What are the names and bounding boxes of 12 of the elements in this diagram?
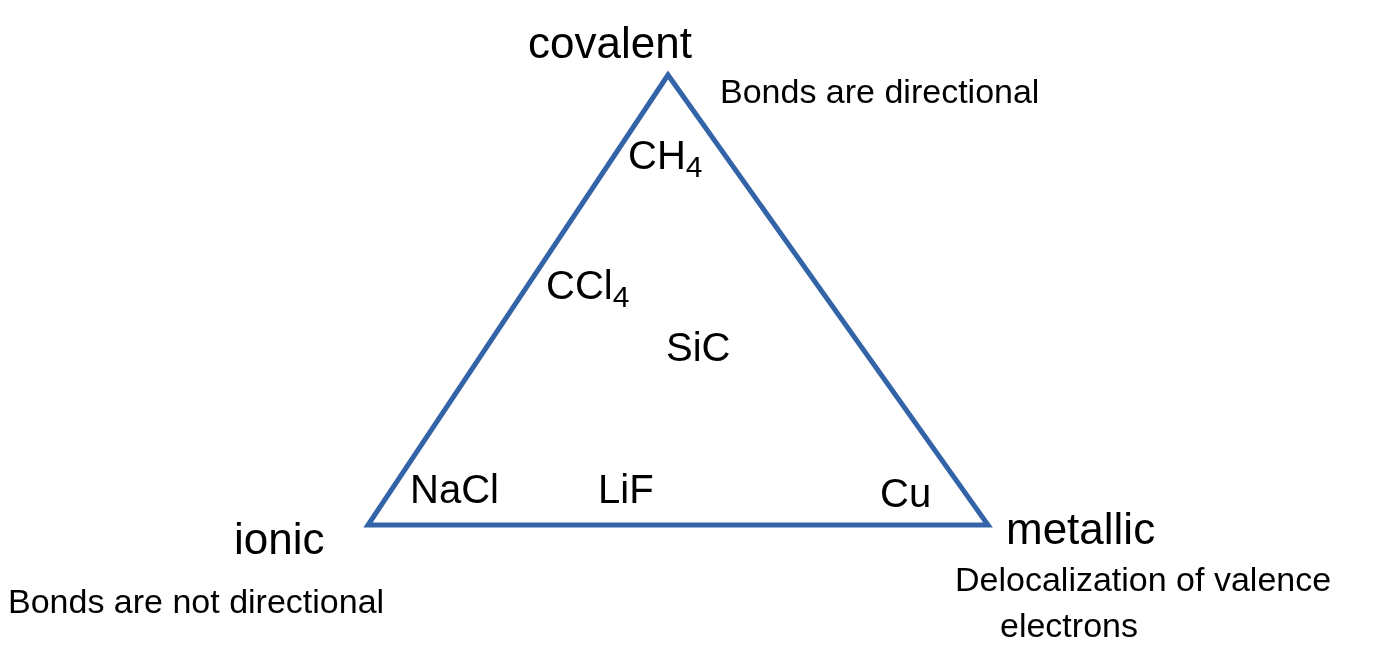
compound-label: CH$_{4}$ [628,132,703,178]
bond-type-label: covalent [528,17,693,69]
bond-type-label: metallic [1006,503,1157,555]
note-text: Bonds are directional [720,71,1041,112]
compound-label: SiC [666,324,731,370]
compound-label: CCl$_{4}$ [546,262,630,308]
compound-label: LiF [598,466,654,512]
compound-label: NaCl [410,466,499,512]
compound-label: Cu [880,470,932,516]
note-text: Delocalization of valence electrons [955,559,1333,646]
bond-type-label: ionic [234,513,326,565]
note-text: Bonds are not directional [8,581,386,622]
